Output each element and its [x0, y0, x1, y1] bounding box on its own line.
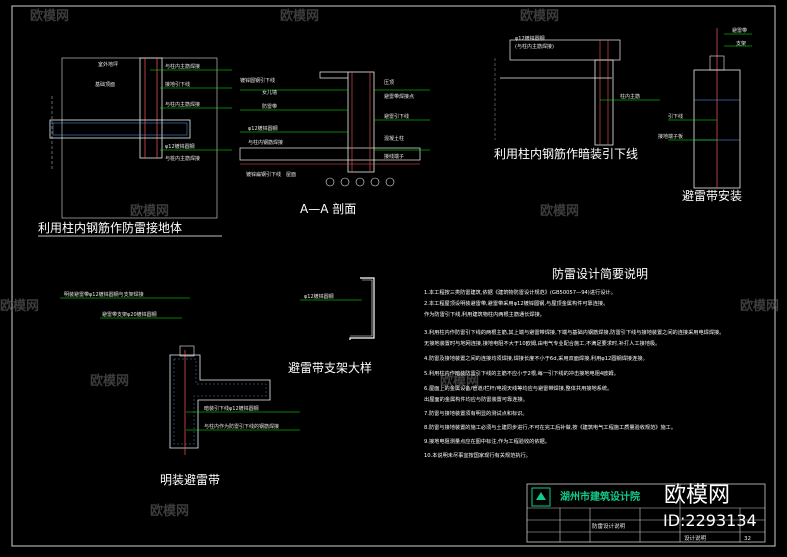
sheet-border [11, 5, 776, 547]
section-title: A—A 剖面 [300, 202, 356, 216]
install-drawing: 避雷带 支架 引下线 接地端子板 避雷带安装 [658, 27, 752, 203]
om-logo-text: 欧模网 [664, 483, 730, 508]
watermark-text: 欧模网 [150, 503, 189, 519]
company-logo-icon [531, 487, 551, 507]
install-title: 避雷带安装 [682, 188, 742, 203]
grounding-label: 室外地坪 [98, 61, 118, 68]
watermark-text: 欧模网 [90, 373, 129, 389]
downconductor-label: (与柱内主筋焊接) [515, 43, 554, 50]
bracket-drawing: φ12镀锌圆钢 避雷带支架大样 [288, 277, 375, 375]
notes-item: 5.利用柱内作暗装防雷引下线的主筋不应小于2根,每一引下线的冲击接地电阻4欧姆。 [424, 369, 619, 377]
section-label: 镀锌扁钢引下线 [246, 171, 281, 178]
downconductor-label: φ12镀锌圆钢 [515, 35, 545, 42]
watermark-text: 欧模网 [540, 203, 579, 219]
company-name: 湖州市建筑设计院 [560, 490, 640, 503]
exposed-label: 避雷带支架φ20镀锌圆钢 [102, 311, 157, 318]
grounding-label: 与桩内主筋焊接 [165, 155, 200, 162]
notes-item: 3.利用柱内作防雷引下线的两根主筋,其上端与避雷带焊接,下端与基础内钢筋焊接,防… [424, 328, 724, 336]
exposed-label: 暗装引下线φ12镀锌圆钢 [204, 405, 259, 412]
notes-item: 6.屋面上的金属设备/管道/栏杆/电视天线等均应与避雷带焊接,整体共用接地系统。 [424, 384, 612, 392]
install-label: 引下线 [668, 113, 683, 120]
section-label: 避雷引下线 [384, 113, 409, 120]
bracket-title: 避雷带支架大样 [288, 360, 372, 375]
notes-item: 10.本说明未尽事宜按国家现行有关规范执行。 [424, 451, 531, 459]
notes-title: 防雷设计简要说明 [552, 266, 648, 281]
watermark-text: 欧模网 [440, 373, 479, 389]
notes-item: 1.本工程按三类防雷建筑,依据《建筑物防雷设计规范》(GB50057—94)进行… [424, 288, 616, 296]
notes-item: 作为防雷引下线,利用建筑物柱内两根主筋通长焊接。 [424, 310, 545, 318]
downconductor-title: 利用柱内钢筋作暗装引下线 [494, 146, 638, 161]
notes-item: 4.防雷及接地装置之间的连接均须焊接,焊接长度不小于6d,采用双面焊接,利用φ1… [424, 354, 648, 362]
section-label: 屋面 [286, 172, 296, 178]
section-label: φ12镀锌圆钢 [248, 125, 278, 132]
watermark-text: 欧模网 [740, 298, 779, 314]
sheet-number: 32 [744, 536, 751, 542]
downconductor-drawing: φ12镀锌圆钢 (与柱内主筋焊接) 柱内主筋 利用柱内钢筋作暗装引下线 [494, 35, 660, 161]
design-note: 设计说明 [684, 534, 707, 542]
section-drawing: 镀锌圆钢引下线 女儿墙 防雷带 φ12镀锌圆钢 与柱内钢筋焊接 镀锌扁钢引下线 … [239, 71, 430, 216]
section-label: 压顶 [384, 80, 394, 86]
notes-item: 出屋面的金属构件均应与防雷装置可靠连接。 [424, 395, 528, 403]
section-label: 女儿墙 [262, 89, 277, 96]
section-label: 与柱内钢筋焊接 [248, 139, 283, 146]
watermark-text: 欧模网 [0, 298, 39, 314]
notes-item: 无接地装置时与地网连接,接地电阻不大于10欧姆,由电气专业配合施工,不满足要求时… [424, 339, 660, 347]
drawing-name: 防雷设计说明 [592, 522, 626, 530]
section-label: 镀锌圆钢引下线 [240, 77, 275, 84]
downconductor-label: 柱内主筋 [620, 93, 640, 100]
watermark-text: 欧模网 [30, 8, 69, 24]
notes-item: 2.本工程屋顶设明装避雷带,避雷带采用φ12镀锌圆钢,与屋顶金属构件可靠连接。 [424, 299, 608, 307]
grounding-label: 基础顶面 [95, 81, 115, 88]
install-label: 支架 [736, 40, 746, 47]
grounding-label: 与柱内主筋焊接 [165, 63, 200, 70]
watermark-text: 欧模网 [280, 8, 319, 24]
section-label: 防雷带 [262, 103, 277, 110]
install-label: 避雷带 [732, 27, 747, 34]
grounding-label: φ12镀锌圆钢 [165, 143, 195, 150]
section-label: 混凝土柱 [384, 135, 404, 142]
bracket-label: φ12镀锌圆钢 [304, 293, 334, 300]
om-watermark-overlay: 欧模网 ID:2293134 [663, 483, 757, 530]
grounding-title: 利用柱内钢筋作防雷接地体 [38, 220, 182, 235]
watermark-text: 欧模网 [520, 8, 559, 24]
grounding-label: 与柱内主筋焊接 [165, 101, 200, 108]
install-label: 接地端子板 [658, 133, 683, 140]
watermark-layer: 欧模网 欧模网 欧模网 欧模网 欧模网 欧模网 欧模网 欧模网 欧模网 欧模网 [0, 8, 779, 519]
section-label: 接线端子 [384, 153, 404, 160]
exposed-label: 明装避雷带φ12镀锌圆钢与支架焊接 [64, 291, 144, 298]
notes-block: 防雷设计简要说明 1.本工程按三类防雷建筑,依据《建筑物防雷设计规范》(GB50… [424, 266, 724, 459]
watermark-text: 欧模网 [130, 203, 169, 219]
notes-item: 8.防雷与接地装置的施工必须与土建同步进行,不可在完工后补做,按《建筑电气工程施… [424, 423, 676, 431]
grounding-label: 接地引下线 [165, 81, 190, 88]
om-id-label: ID:2293134 [663, 511, 757, 530]
grounding-drawing: 室外地坪 基础顶面 与柱内主筋焊接 接地引下线 与柱内主筋焊接 φ12镀锌圆钢 … [38, 57, 232, 237]
title-block: 湖州市建筑设计院 防雷设计说明 设计说明 32 [526, 483, 766, 543]
section-label: 避雷带焊接点 [384, 93, 414, 100]
exposed-title: 明装避雷带 [160, 473, 220, 487]
exposed-label: 与柱内作为防雷引下线的钢筋焊接 [204, 423, 279, 430]
notes-item: 9.接地电阻测量点应在图中标注,作为工程验收的依据。 [424, 437, 550, 445]
notes-item: 7.防雷与接地装置须有明显的测试点和标识。 [424, 409, 528, 417]
exposed-drawing: 明装避雷带φ12镀锌圆钢与支架焊接 避雷带支架φ20镀锌圆钢 暗装引下线φ12镀… [60, 291, 300, 487]
